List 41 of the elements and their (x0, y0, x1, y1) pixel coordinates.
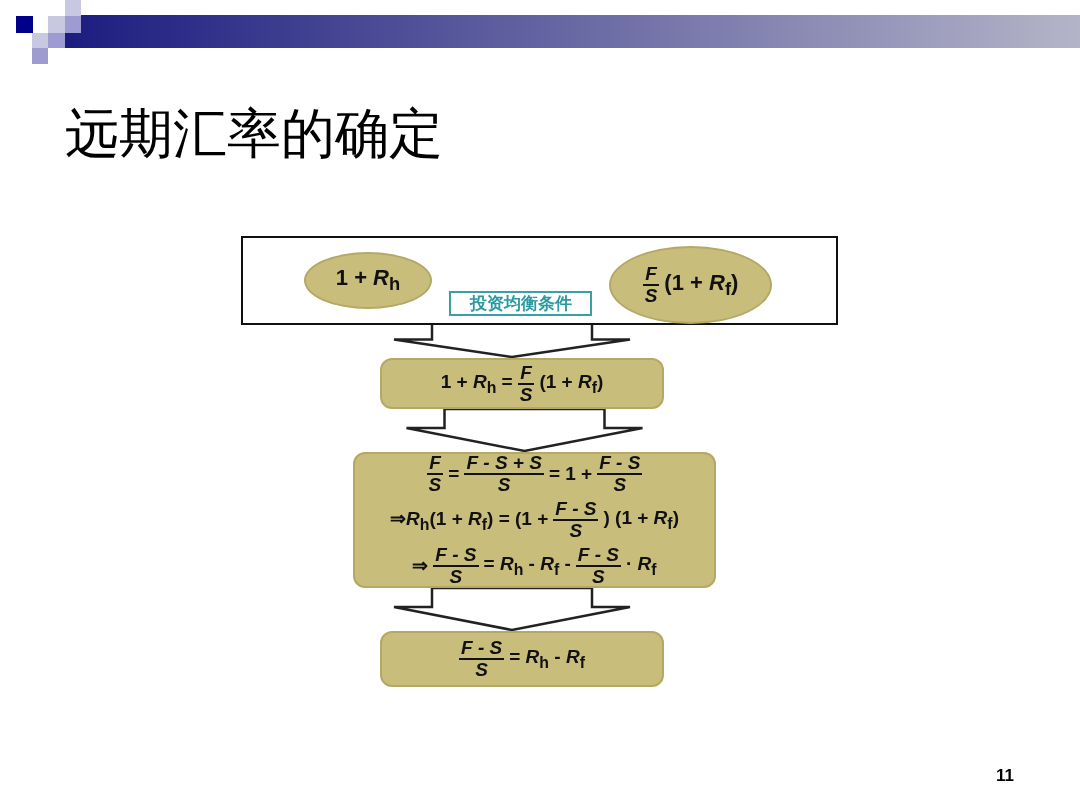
formula-text: (1 + R$_{f}$) (539, 370, 604, 397)
slide-title: 远期汇率的确定 (65, 103, 443, 166)
fraction-numerator: F (427, 453, 443, 476)
formula-text: · R$_{f}$ (626, 552, 657, 579)
formula-box (380, 631, 664, 687)
formula-text: = R$_{h}$ - R$_{f}$ - (483, 552, 571, 579)
fraction-denominator: S (474, 660, 489, 680)
fraction-denominator: S (643, 286, 659, 306)
formula-text: = R$_{h}$ - R$_{f}$ (509, 646, 585, 672)
fraction-numerator: F (643, 264, 659, 286)
formula-text: ⇒ (412, 554, 429, 578)
fraction-numerator: F - S (597, 453, 643, 476)
formula-text: ⇒R$_{h}$(1 + R$_{f}$) = (1 + (390, 506, 549, 534)
fraction-numerator: F - S (433, 544, 479, 567)
condition-label: 投资均衡条件 (469, 293, 572, 315)
fraction-denominator: S (591, 566, 606, 587)
formula-box (380, 358, 664, 409)
formula-text: ) (1 + R$_{f}$) (603, 507, 679, 533)
fraction-denominator: S (568, 521, 584, 541)
fraction-numerator: F - S (459, 638, 505, 660)
fraction-denominator: S (448, 566, 464, 587)
fraction-denominator: S (427, 475, 443, 496)
label-box (449, 291, 592, 316)
formula-text: 1 + R$_{h}$ (335, 265, 401, 296)
fraction-numerator: F - S (553, 499, 599, 521)
fraction-numerator: F (518, 362, 534, 385)
fraction-denominator: S (496, 475, 512, 496)
chevron-arrow (392, 586, 632, 632)
fraction-numerator: F - S + S (464, 453, 544, 476)
page-number: 11 (996, 766, 1014, 786)
fraction-denominator: S (612, 475, 628, 496)
formula-text: = 1 + (548, 463, 593, 486)
fraction-denominator: S (518, 384, 534, 405)
frame-box (241, 236, 838, 325)
chevron-arrow (405, 407, 644, 453)
formula-text: 1 + R$_{h}$ = (440, 370, 513, 397)
formula-text: = (448, 463, 460, 486)
chevron-arrow (392, 323, 632, 359)
fraction-numerator: F - S (575, 544, 621, 567)
formula-box (353, 452, 716, 588)
formula-text: (1 + R$_{f}$) (664, 269, 739, 301)
